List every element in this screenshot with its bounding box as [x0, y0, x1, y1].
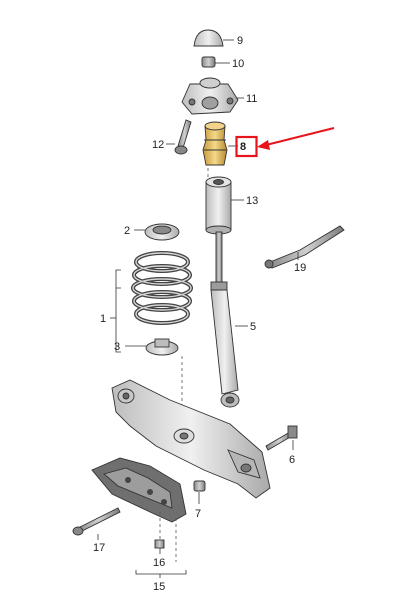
shock-absorber: 5 — [210, 231, 256, 408]
callout-16: 16 — [153, 557, 165, 569]
callout-6: 6 — [289, 454, 295, 466]
long-bolt: 17 — [72, 507, 121, 554]
protective-sleeve: 13 — [205, 176, 258, 235]
mount-bolt: 12 — [152, 119, 192, 155]
mounting-bracket: 15 — [91, 457, 187, 593]
callout-3: 3 — [114, 341, 120, 353]
bracket-bolt: 16 — [153, 539, 165, 569]
upper-spring-seat: 2 — [124, 223, 180, 241]
callout-9: 9 — [237, 35, 243, 47]
axle-nut: 7 — [193, 480, 206, 520]
rear-axle-beam — [111, 379, 271, 499]
axle-bolt: 6 — [265, 425, 298, 466]
coil-spring — [131, 251, 193, 325]
callout-15: 15 — [153, 581, 165, 593]
callout-12: 12 — [152, 139, 164, 151]
callout-8-highlight-box — [235, 135, 258, 158]
callout-2: 2 — [124, 225, 130, 237]
highlight-arrow-head — [257, 140, 270, 150]
self-locking-nut: 10 — [201, 56, 244, 70]
callout-11: 11 — [246, 93, 257, 105]
bump-stop: 8 — [202, 121, 335, 166]
bracket-15 — [135, 570, 187, 575]
callout-7: 7 — [195, 508, 201, 520]
callout-5: 5 — [250, 321, 256, 333]
callout-17: 17 — [93, 542, 105, 554]
callout-8: 8 — [240, 141, 246, 153]
lower-spring-seat: 3 — [114, 338, 179, 356]
bracket-1 — [115, 269, 121, 353]
strap: 19 — [264, 225, 345, 274]
highlight-arrow — [261, 127, 335, 147]
callout-1: 1 — [100, 313, 106, 325]
callout-19: 19 — [294, 262, 306, 274]
coil-spring-highlights — [132, 252, 192, 324]
callout-13: 13 — [246, 195, 258, 207]
dust-cap: 9 — [193, 29, 243, 47]
strut-mount: 11 — [181, 77, 257, 115]
callout-10: 10 — [232, 58, 244, 70]
